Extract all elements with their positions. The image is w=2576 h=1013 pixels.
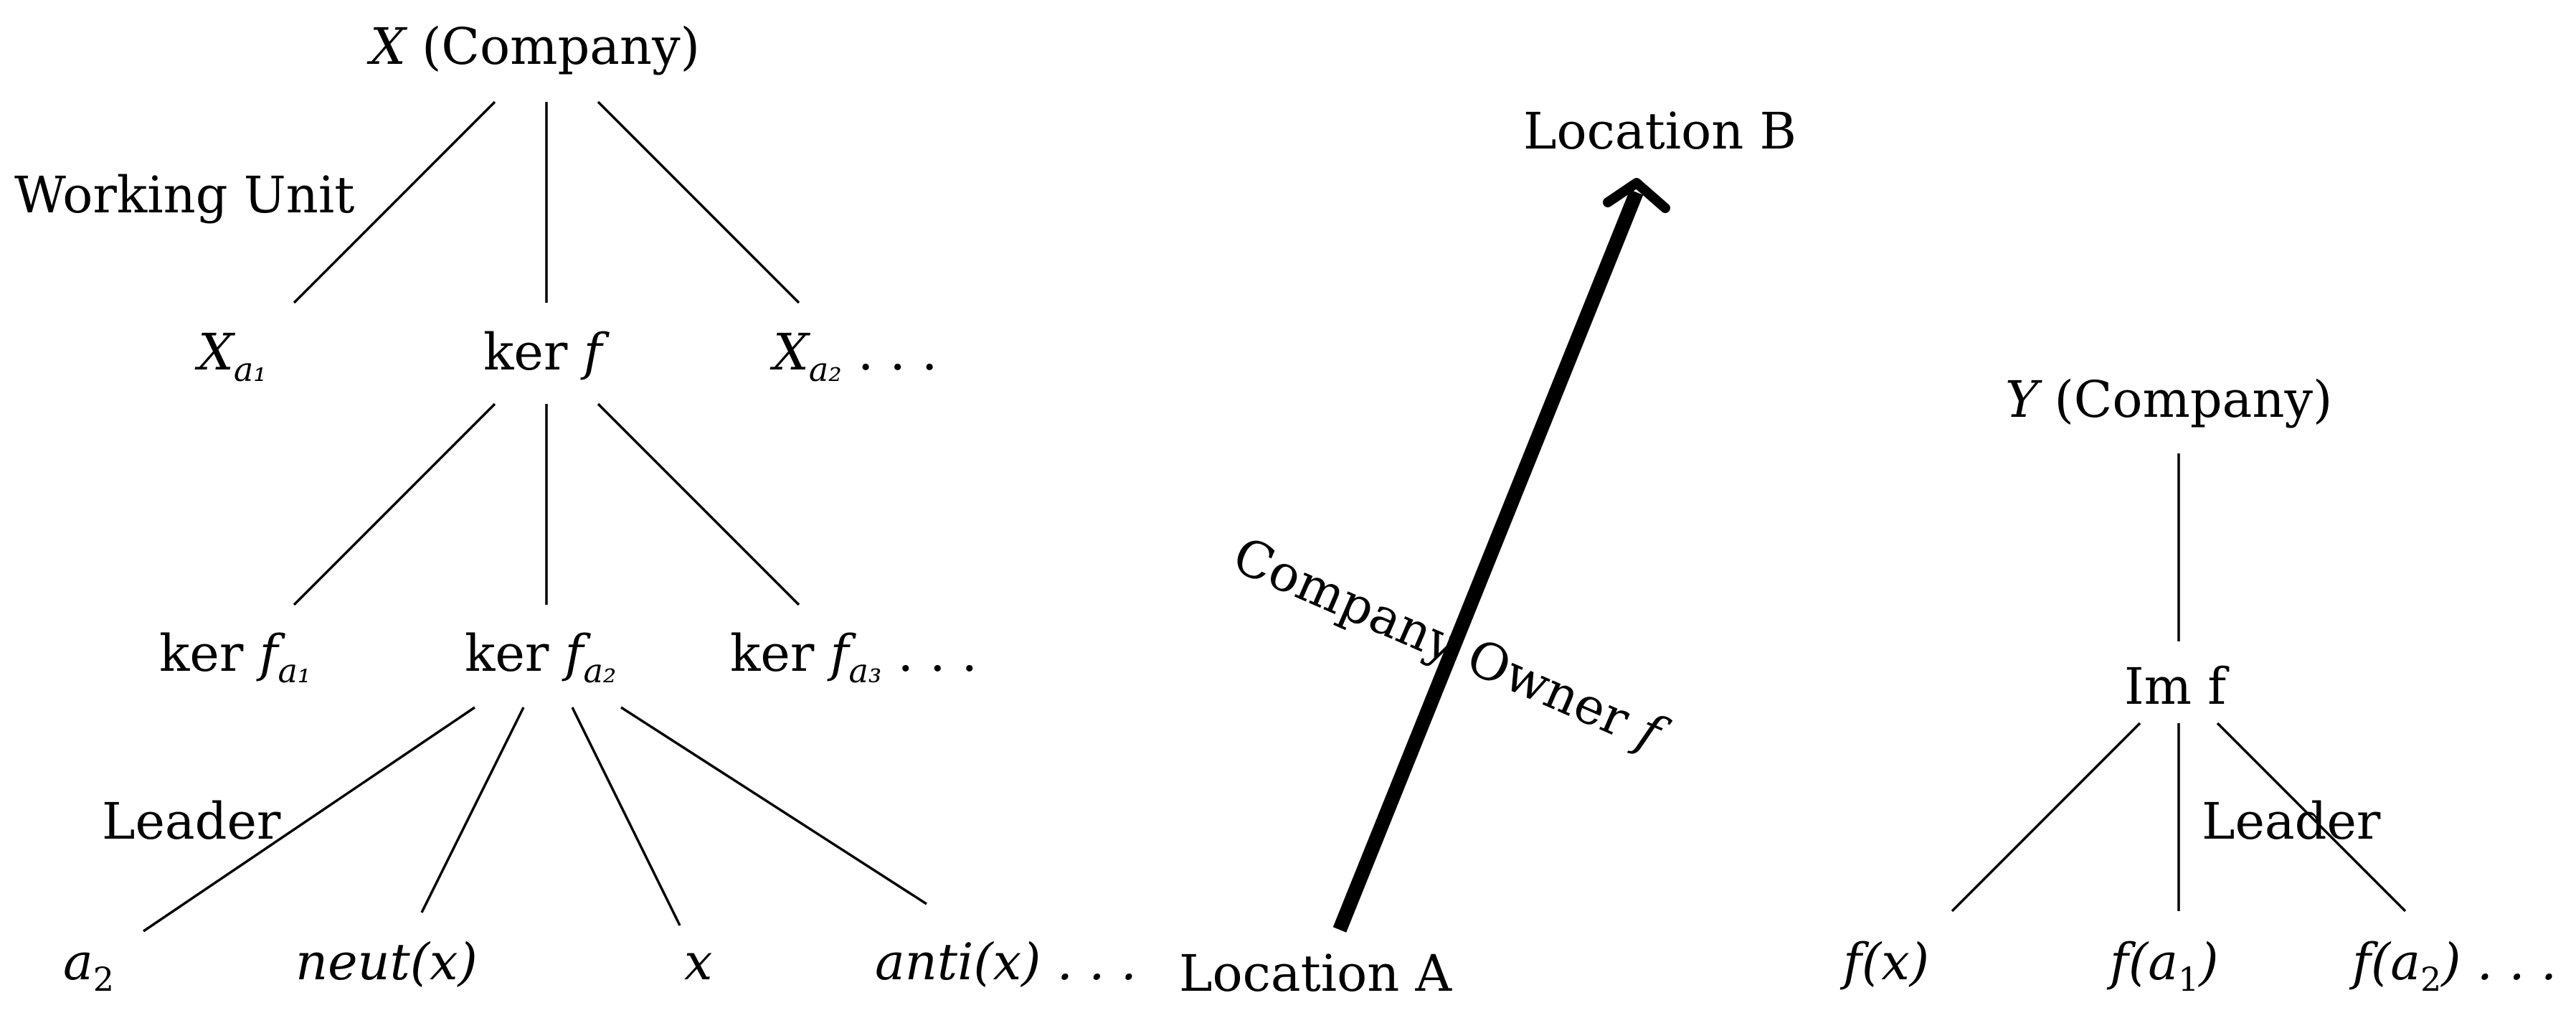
node-kerfa3-tail: . . . xyxy=(881,624,977,683)
node-kerfa1: ker fa₁ xyxy=(159,628,311,687)
left-leader-text: Leader xyxy=(102,792,281,851)
company-owner-arrowhead xyxy=(1603,178,1670,213)
node-xa1-var: X xyxy=(198,323,234,382)
leaf-x-var: x xyxy=(684,933,713,991)
leaf-anti-var: anti xyxy=(875,933,974,991)
leaf-fa2-sub: 2 xyxy=(2420,960,2442,999)
right-leader-text: Leader xyxy=(2202,792,2381,851)
node-kerfa3-var: f xyxy=(830,624,849,683)
node-kerf-pre: ker xyxy=(483,323,584,382)
leaf-fx: f(x) xyxy=(1843,937,1929,987)
leaf-neut: neut(x) xyxy=(295,937,478,987)
node-kerfa2-var: f xyxy=(564,624,584,683)
leaf-a2-var: a xyxy=(63,933,93,991)
edge-root-xa2 xyxy=(597,100,800,304)
working-unit-text: Working Unit xyxy=(14,166,355,225)
leaf-anti-tail: (x) . . . xyxy=(973,933,1137,991)
edge-kerfa2-a2 xyxy=(143,706,475,933)
location-b-text: Location B xyxy=(1523,102,1797,161)
edge-imf-fx xyxy=(1951,722,2141,913)
edge-kerfa2-anti xyxy=(620,706,927,905)
leaf-anti: anti(x) . . . xyxy=(875,937,1137,987)
leaf-fa2-close: ) . . . xyxy=(2441,933,2557,991)
leaf-fa1: f(a1) xyxy=(2110,937,2219,996)
node-kerfa2: ker fa₂ xyxy=(465,628,616,687)
right-root-var: Y xyxy=(2005,370,2039,429)
location-a-label: Location A xyxy=(1179,948,1452,999)
leaf-fa1-sub: 1 xyxy=(2177,960,2199,999)
left-leader-label: Leader xyxy=(102,796,280,847)
node-kerf: ker f xyxy=(483,327,602,377)
leaf-a2-sub: 2 xyxy=(93,960,115,999)
leaf-fa1-var: f xyxy=(2110,933,2128,991)
leaf-fa1-tail: (a xyxy=(2128,933,2178,991)
node-xa1-sub: a₁ xyxy=(233,350,267,390)
node-imf: Im f xyxy=(2124,661,2226,712)
node-kerfa1-sub: a₁ xyxy=(278,651,311,691)
edge-imf-fa2 xyxy=(2216,722,2407,913)
leaf-fa1-close: ) xyxy=(2199,933,2219,991)
node-kerfa2-pre: ker xyxy=(465,624,565,683)
leaf-fa2-var: f xyxy=(2352,933,2371,991)
location-b-label: Location B xyxy=(1523,106,1796,156)
node-kerf-var: f xyxy=(583,323,602,382)
company-owner-arrow-shaft xyxy=(1332,189,1644,933)
node-xa2: Xa₂ . . . xyxy=(773,327,937,386)
left-root-var: X xyxy=(370,17,406,76)
left-root-text: (Company) xyxy=(405,17,700,76)
right-root-node: Y (Company) xyxy=(2005,374,2332,425)
edge-kerfa2-neut xyxy=(420,707,525,913)
working-unit-label: Working Unit xyxy=(14,170,354,220)
edge-kerf-kerfa1 xyxy=(293,402,496,606)
node-kerfa1-var: f xyxy=(259,624,278,683)
node-kerfa3-sub: a₃ xyxy=(848,651,882,691)
edge-kerf-kerfa3 xyxy=(597,402,800,606)
right-root-text: (Company) xyxy=(2038,370,2333,429)
location-a-text: Location A xyxy=(1179,944,1452,1003)
node-kerfa2-sub: a₂ xyxy=(583,651,617,691)
node-xa1: Xa₁ xyxy=(198,327,267,386)
leaf-fx-tail: (x) xyxy=(1861,933,1930,991)
leaf-fa2-tail: (a xyxy=(2370,933,2420,991)
node-xa2-sub: a₂ xyxy=(808,350,842,390)
node-xa2-tail: . . . xyxy=(841,323,938,382)
right-leader-label: Leader xyxy=(2202,796,2380,847)
leaf-neut-tail: (x) xyxy=(409,933,478,991)
edge-root-xa1 xyxy=(293,100,496,304)
leaf-fa2: f(a2) . . . xyxy=(2352,937,2557,996)
leaf-a2: a2 xyxy=(63,937,114,996)
edge-kerfa2-x xyxy=(571,707,681,926)
node-xa2-var: X xyxy=(773,323,809,382)
leaf-neut-var: neut xyxy=(295,933,410,991)
node-kerfa3-pre: ker xyxy=(730,624,830,683)
left-root-node: X (Company) xyxy=(370,22,700,72)
node-kerfa1-pre: ker xyxy=(159,624,260,683)
leaf-x: x xyxy=(684,937,712,987)
node-kerfa3: ker fa₃ . . . xyxy=(730,628,977,687)
node-imf-text: Im f xyxy=(2124,657,2227,716)
leaf-fx-var: f xyxy=(1843,933,1862,991)
